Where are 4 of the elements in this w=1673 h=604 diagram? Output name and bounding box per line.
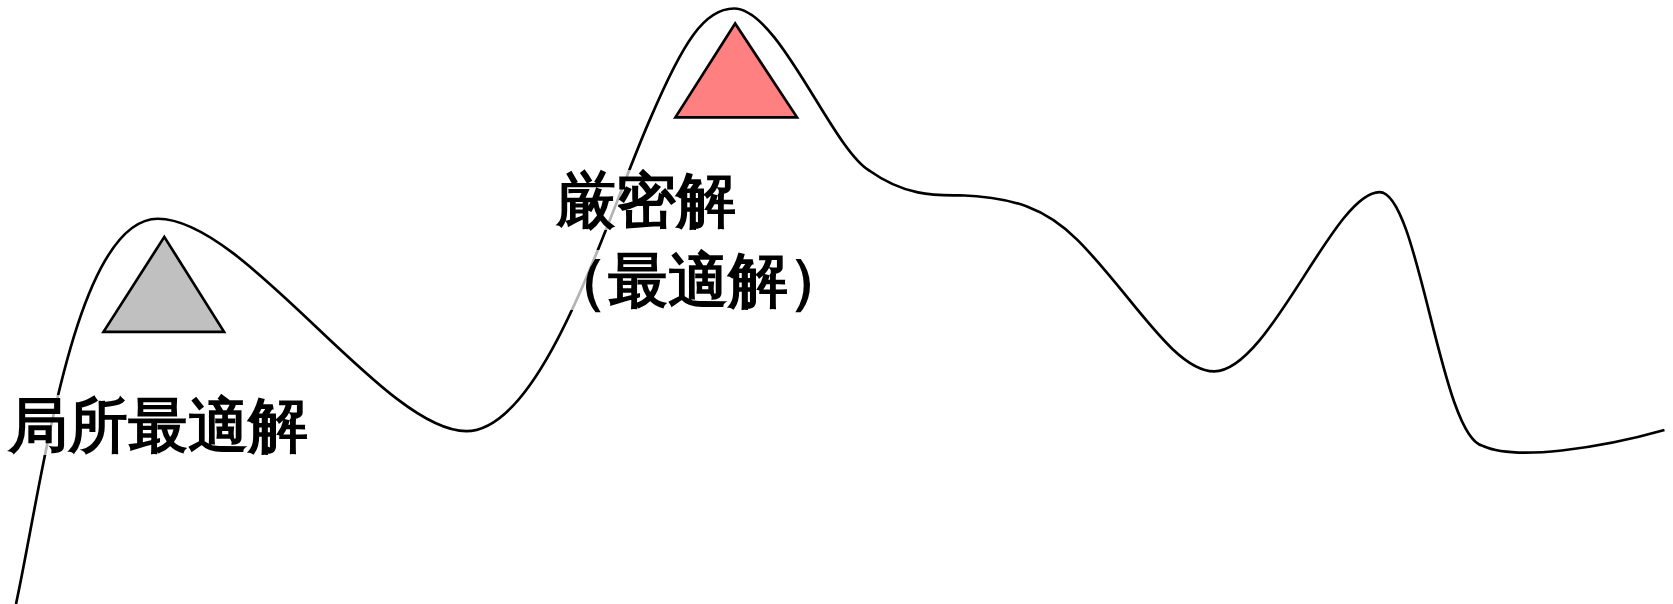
text-label: 局所最適解 [8, 395, 308, 455]
triangle-marker [672, 21, 800, 119]
triangle-marker [101, 234, 227, 334]
text-label: 厳密解 [556, 170, 736, 230]
